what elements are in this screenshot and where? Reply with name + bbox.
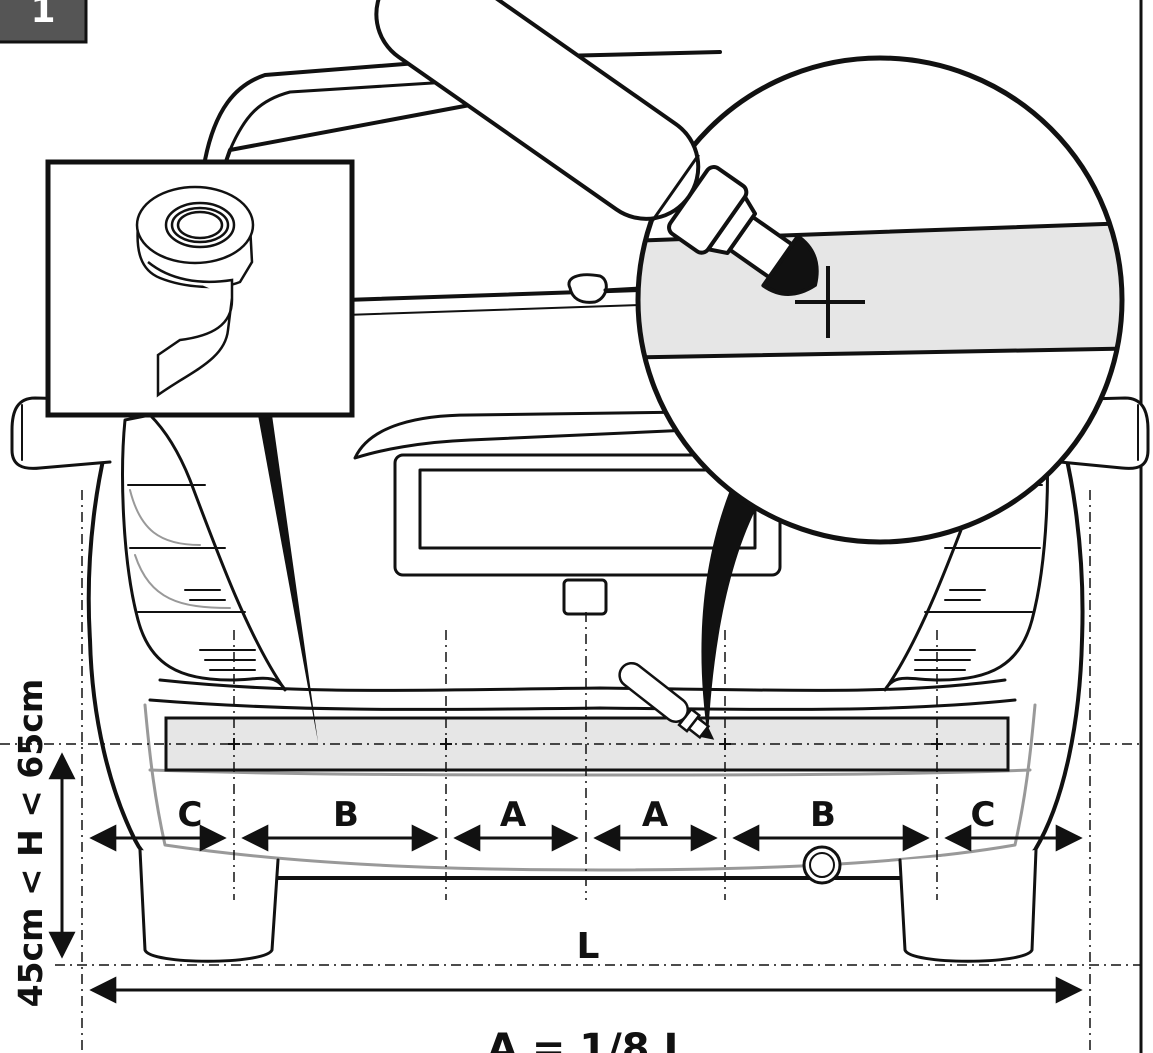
segment-label-c-right: C bbox=[971, 795, 996, 835]
tape-callout-pointer bbox=[258, 415, 318, 742]
segment-label-a-left: A bbox=[500, 795, 527, 835]
marker-pen-icon bbox=[618, 661, 715, 740]
mark-crosses bbox=[228, 738, 943, 750]
tape-roll-callout bbox=[45, 159, 355, 418]
segment-label-c-left: C bbox=[178, 795, 203, 835]
height-range-label: 45cm < H < 65cm bbox=[11, 679, 50, 1008]
formula-label: A = 1/8 L bbox=[487, 1026, 689, 1053]
segment-arrows bbox=[48, 752, 1083, 1004]
step-badge: 1 bbox=[0, 0, 88, 44]
tape-roll-icon bbox=[135, 185, 255, 398]
total-width-label: L bbox=[577, 926, 600, 967]
marker-pen-icon-large bbox=[374, 0, 819, 296]
measurement-guides bbox=[0, 490, 1141, 1053]
magnifier-pointer bbox=[701, 478, 765, 738]
step-number: 1 bbox=[30, 0, 55, 31]
magnifier-callout bbox=[635, 55, 1125, 545]
segment-label-b-right: B bbox=[810, 795, 836, 835]
segment-label-b-left: B bbox=[333, 795, 359, 835]
car-rear-view bbox=[10, 50, 1150, 963]
segment-label-a-right: A bbox=[642, 795, 669, 835]
